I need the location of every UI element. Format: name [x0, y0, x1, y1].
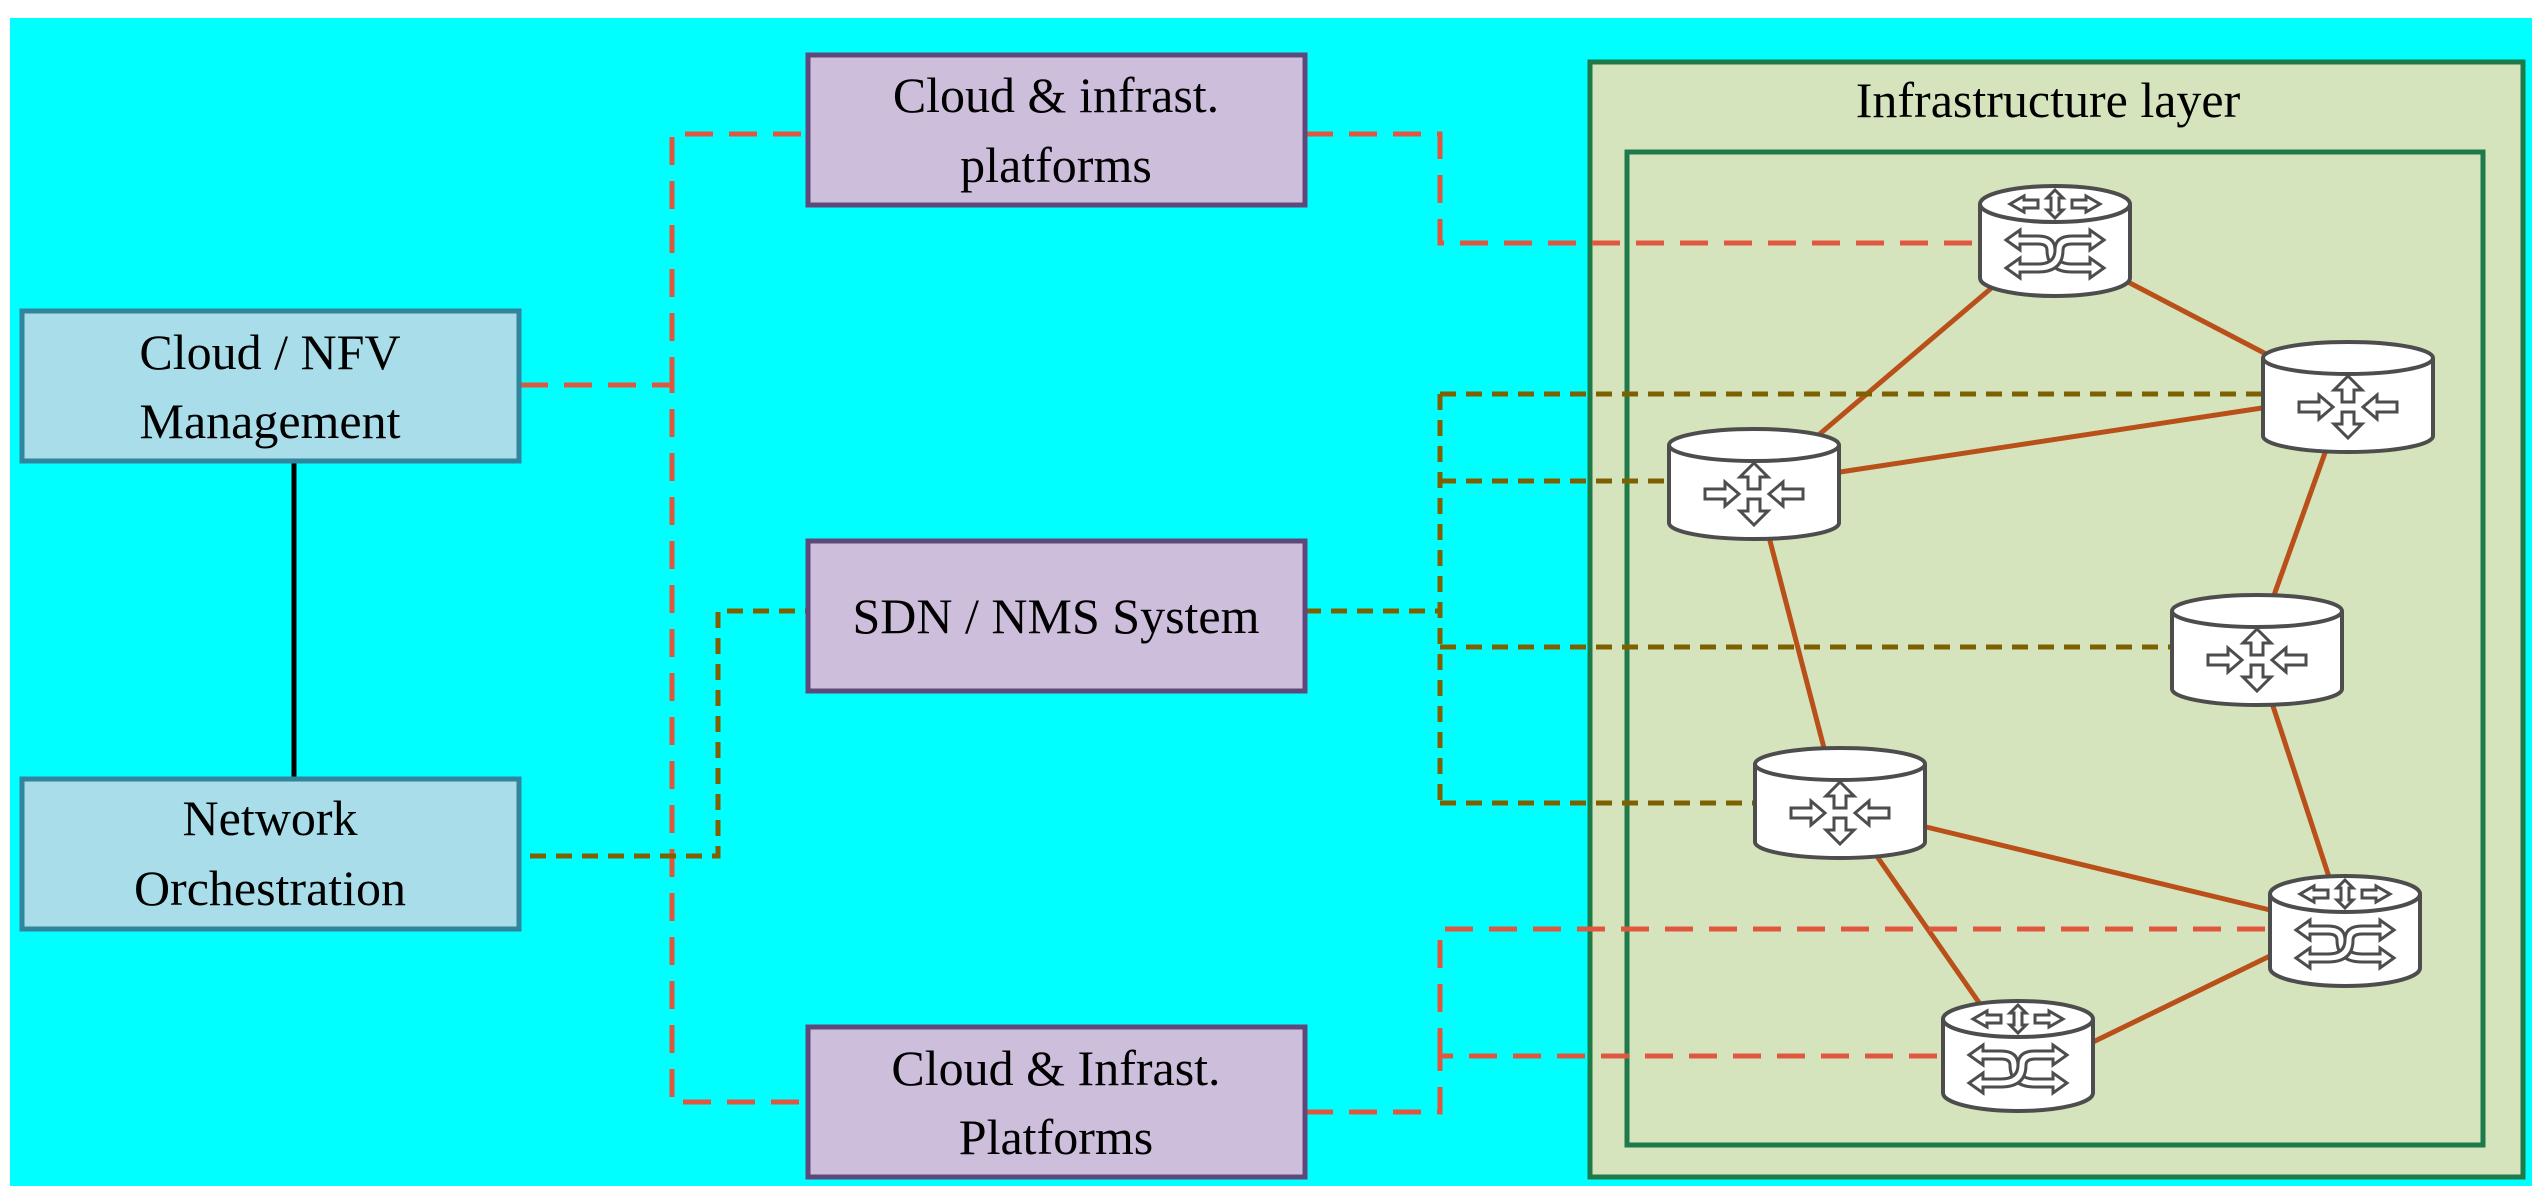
router-icon [1941, 999, 2095, 1113]
network-orchestration-box[interactable]: Network Orchestration [19, 776, 522, 932]
cloud-nfv-label-line1: Cloud / NFV [139, 324, 400, 380]
link-left-lower-bottom [1873, 853, 1983, 1006]
cloud-links [520, 131, 2270, 1115]
network-orchestration-box-bg [19, 776, 522, 932]
router-node-right-lower[interactable] [2268, 874, 2422, 988]
sdn-nms-system-box[interactable]: SDN / NMS System [805, 538, 1308, 694]
cloud-top-to-node-top-link [1305, 131, 1983, 246]
network-orchestration-label-line2: Orchestration [134, 860, 406, 916]
cloud-infrast-platforms-top-box[interactable]: Cloud & infrast. platforms [805, 52, 1308, 208]
link-top-right-upper [2126, 279, 2270, 358]
cloud-nfv-management-box[interactable]: Cloud / NFV Management [19, 308, 522, 464]
link-right-middle-right-lower [2268, 699, 2333, 881]
switch-node-right-upper[interactable] [2261, 340, 2435, 454]
switch-node-left-lower[interactable] [1753, 746, 1927, 860]
switch-node-left-upper[interactable] [1667, 427, 1841, 541]
cloud-nfv-label-line2: Management [139, 393, 400, 449]
link-left-upper-left-lower [1766, 536, 1827, 749]
cloud-top-label-line2: platforms [960, 137, 1152, 193]
cloud-bottom-label-line1: Cloud & Infrast. [891, 1040, 1220, 1096]
router-icon [1978, 184, 2132, 298]
cloud-top-label-line1: Cloud & infrast. [893, 67, 1219, 123]
cloud-bottom-to-node-right-lower-link [1437, 926, 2270, 1056]
link-bottom-right-lower [2091, 952, 2274, 1045]
link-left-upper-right-upper [1839, 405, 2263, 475]
physical-links [1766, 279, 2333, 1045]
infrastructure-title: Infrastructure layer [1856, 72, 2241, 128]
link-left-lower-right-lower [1921, 823, 2271, 913]
link-right-upper-right-middle [2270, 449, 2329, 599]
switch-icon [2261, 340, 2435, 454]
cloud-nfv-management-box-bg [19, 308, 522, 464]
network-orchestration-label-line1: Network [183, 790, 358, 846]
orchestration-to-sdn-link [530, 608, 808, 859]
cloud-nfv-to-cloud-bottom-link [520, 382, 807, 1105]
sdn-box-bg [805, 538, 1308, 694]
cloud-top-box-bg [805, 52, 1308, 208]
sdn-links [530, 391, 2264, 859]
switch-icon [1667, 427, 1841, 541]
cloud-bottom-label-line2: Platforms [959, 1109, 1153, 1165]
router-node-bottom[interactable] [1941, 999, 2095, 1113]
switch-icon [1753, 746, 1927, 860]
cloud-infrast-platforms-bottom-box[interactable]: Cloud & Infrast. Platforms [805, 1024, 1308, 1180]
cloud-bottom-to-node-bottom-link [1305, 1053, 1945, 1115]
link-top-left-upper [1813, 283, 1997, 440]
switch-icon [2170, 593, 2344, 707]
sdn-label: SDN / NMS System [852, 588, 1259, 644]
router-node-top[interactable] [1978, 184, 2132, 298]
switch-node-right-middle[interactable] [2170, 593, 2344, 707]
cloud-bottom-box-bg [805, 1024, 1308, 1180]
router-icon [2268, 874, 2422, 988]
